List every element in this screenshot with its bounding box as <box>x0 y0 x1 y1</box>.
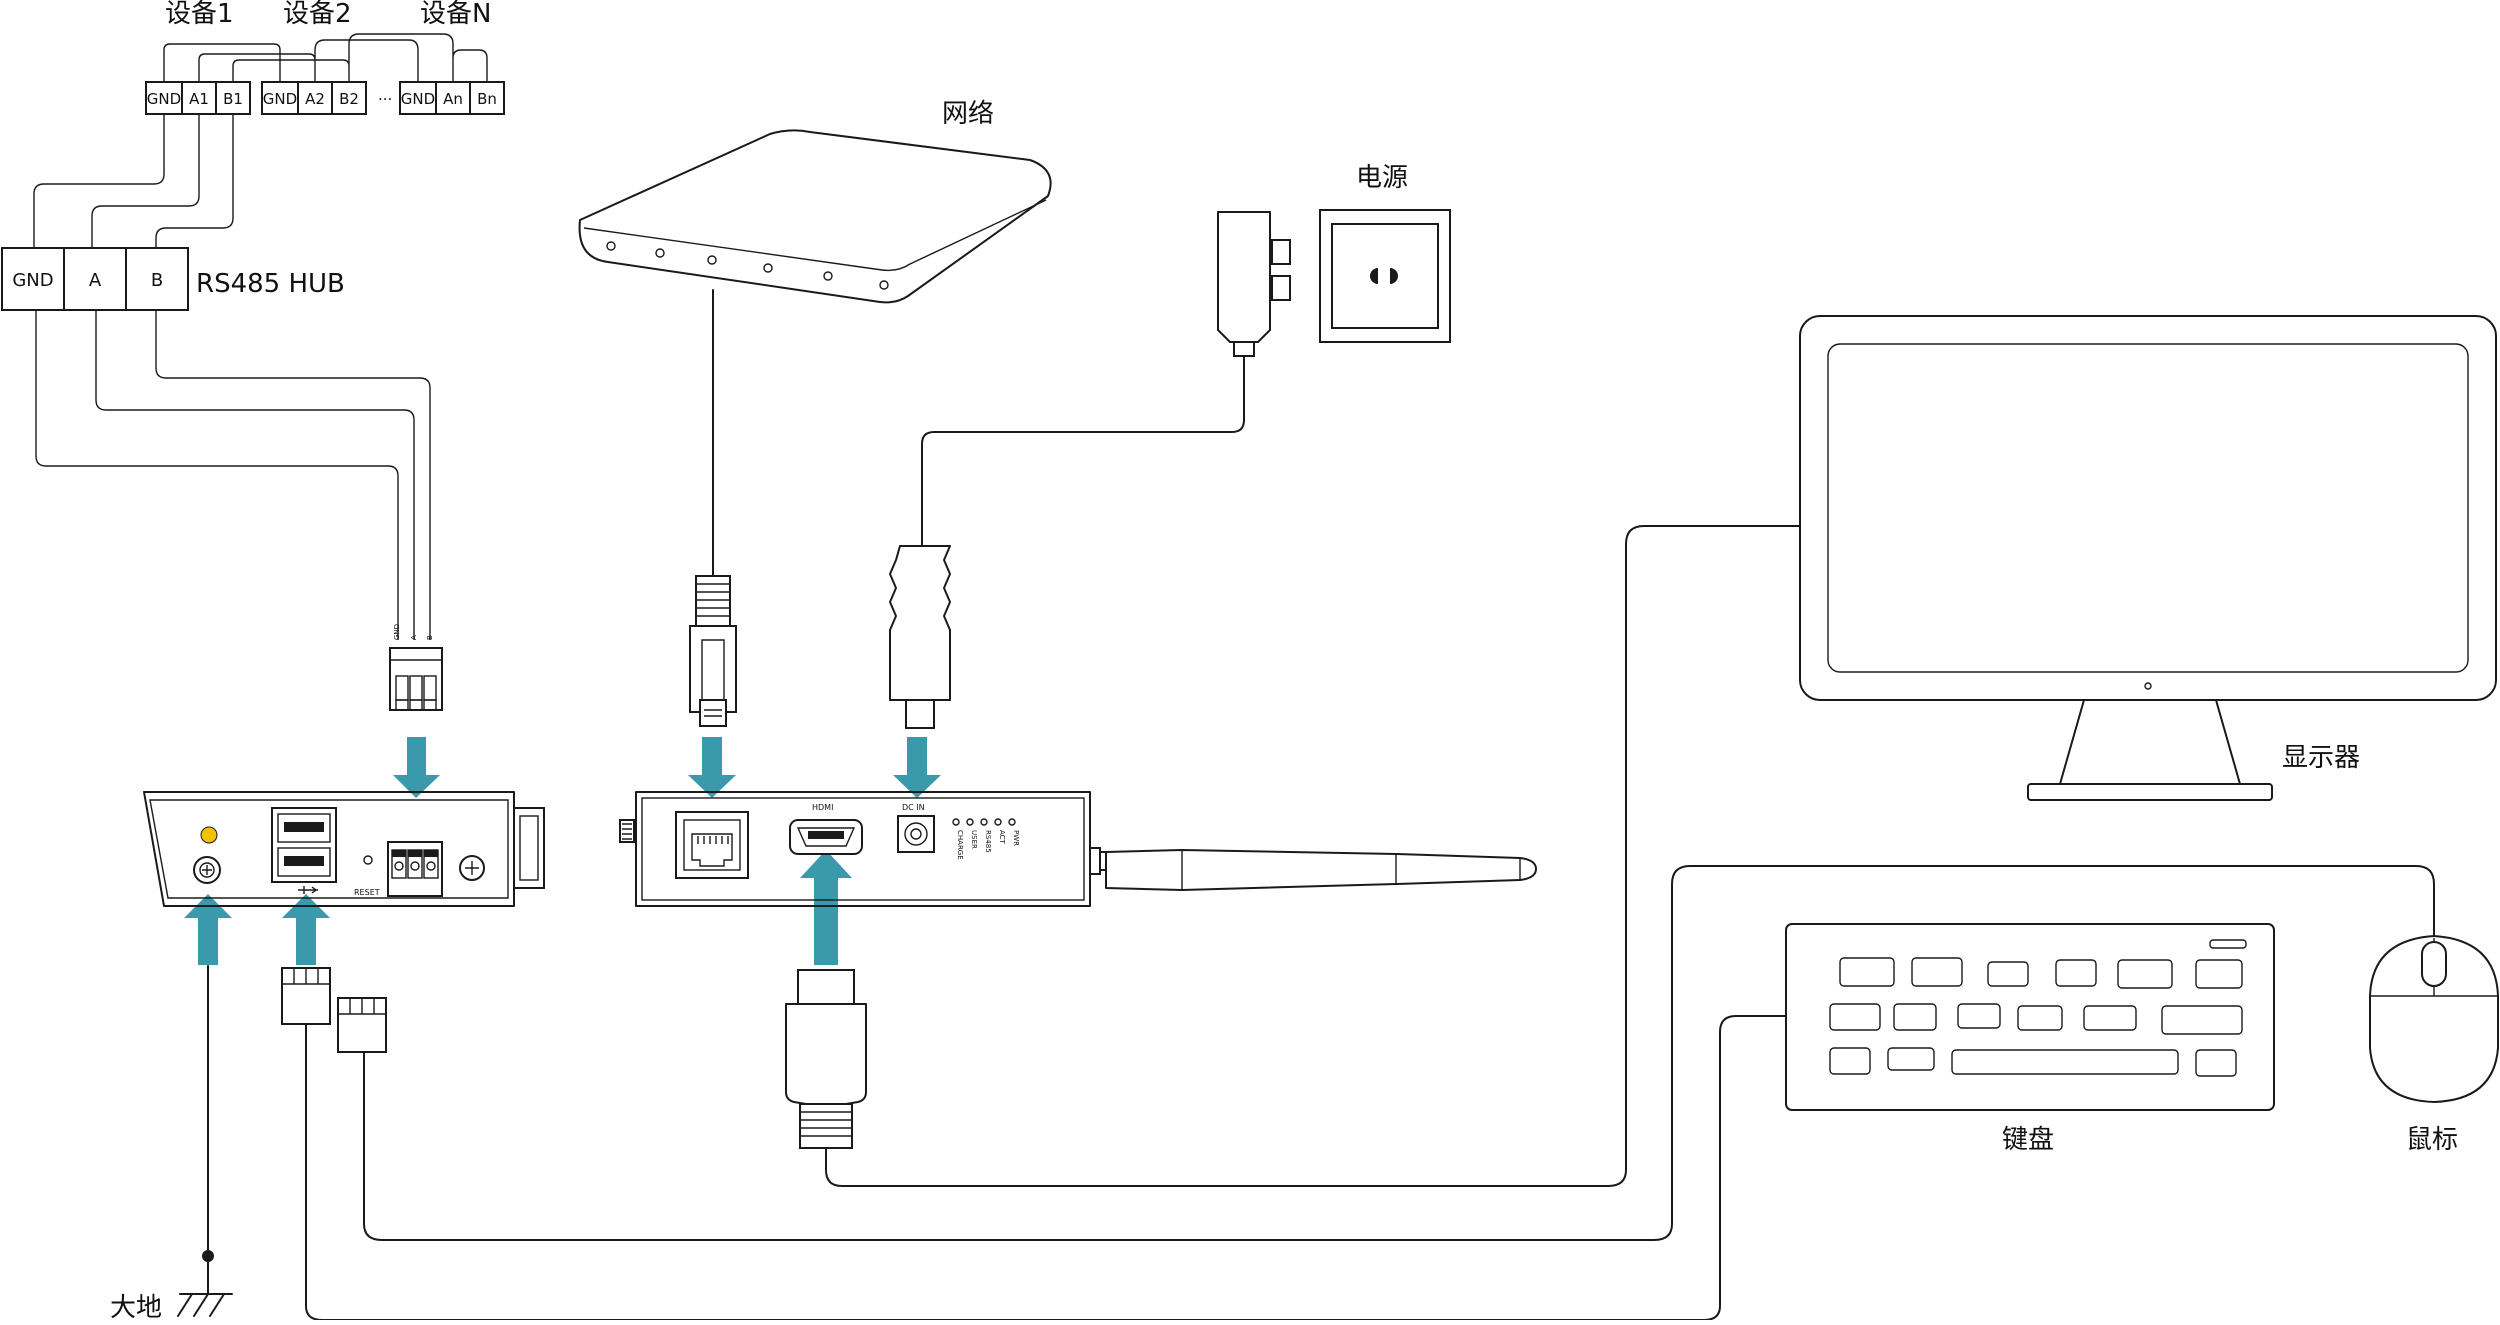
mouse: 鼠标 <box>2369 935 2499 1155</box>
rs485-terminal-block[interactable] <box>387 841 443 897</box>
arrow-rs485-down <box>393 737 440 798</box>
arrow-usb-up <box>282 894 330 965</box>
usb-ports[interactable] <box>271 807 337 883</box>
power-cable <box>921 355 1245 547</box>
rs485-hub: GND A B RS485 HUB <box>1 247 431 640</box>
ethernet-plug <box>689 575 737 727</box>
plug-pin-a: A <box>410 635 418 640</box>
arrow-hdmi-up <box>800 850 852 965</box>
ethernet-port[interactable] <box>675 811 749 879</box>
device-1-a: A1 <box>189 90 209 108</box>
device-n-terminal-block: GND An Bn <box>399 81 505 115</box>
device-chain-wire-b <box>232 33 488 82</box>
mouse-label: 鼠标 <box>2406 1125 2458 1155</box>
connection-arrows <box>184 737 941 965</box>
led-user: USER <box>970 830 978 849</box>
device-1-b: B1 <box>223 90 243 108</box>
hub-to-gateway-wire-b <box>155 310 431 640</box>
dc-power-port[interactable] <box>897 815 935 853</box>
device-1-label: 设备1 <box>165 0 234 29</box>
usb-icon <box>298 886 318 894</box>
ground-warning-icon <box>200 826 218 844</box>
led-charge: CHARGE <box>956 830 964 860</box>
arrow-ground-up <box>184 894 232 965</box>
device-2-a: A2 <box>305 90 325 108</box>
power-label: 电源 <box>1356 163 1408 193</box>
device-1-gnd: GND <box>147 90 181 108</box>
device-2-b: B2 <box>339 90 359 108</box>
device-1-terminal-block: GND A1 B1 <box>145 81 251 115</box>
plug-pin-b: B <box>426 635 434 640</box>
hub-b: B <box>151 270 163 291</box>
hdmi-plug <box>785 969 867 1149</box>
monitor: 显示器 <box>825 315 2497 1187</box>
led-rs485: RS485 <box>984 830 992 853</box>
antenna <box>1089 847 1537 891</box>
keyboard: 键盘 <box>1785 923 2275 1155</box>
ground-label: 大地 <box>110 1293 162 1320</box>
hdmi-port[interactable] <box>789 819 863 855</box>
arrow-dc-down <box>893 737 941 798</box>
status-leds: CHARGE USER RS485 ACT PWR <box>952 818 1020 860</box>
device-n-gnd: GND <box>401 90 435 108</box>
reset-label: RESET <box>354 888 380 897</box>
dc-label: DC IN <box>902 803 925 812</box>
plug-pin-gnd: GND <box>393 624 401 640</box>
device-to-hub-wire-gnd <box>33 114 165 248</box>
device-to-hub-wire-b <box>155 114 234 248</box>
dc-plug <box>889 545 951 729</box>
led-pwr: PWR <box>1012 830 1020 846</box>
device-n-b: Bn <box>477 90 497 108</box>
network-router: 网络 <box>578 99 1052 577</box>
arrow-ethernet-down <box>688 737 736 798</box>
hub-gnd: GND <box>12 270 53 291</box>
device-2-gnd: GND <box>263 90 297 108</box>
device-chain-wire-a <box>198 39 419 82</box>
rs485-plug: GND A B <box>389 624 443 711</box>
hdmi-cable <box>825 525 1801 1187</box>
gateway-side-unit: RESET <box>143 791 545 907</box>
device-2-terminal-block: GND A2 B2 <box>261 81 367 115</box>
usb-cables <box>281 865 2435 1321</box>
keyboard-label: 键盘 <box>2002 1125 2054 1155</box>
device-to-hub-wire-a <box>91 114 200 248</box>
hub-label: RS485 HUB <box>196 269 345 299</box>
led-act: ACT <box>998 830 1006 845</box>
network-label: 网络 <box>942 99 994 129</box>
device-n-a: An <box>443 90 463 108</box>
hub-to-gateway-wire-a <box>95 310 415 640</box>
mouse-cable <box>363 865 2435 1241</box>
device-chain-wire-gnd <box>163 43 281 82</box>
power-adapter <box>1217 211 1291 357</box>
hdmi-label: HDMI <box>812 803 833 812</box>
keyboard-cable <box>305 1015 1787 1321</box>
gateway-front-unit: HDMI DC IN CHARGE USER RS485 ACT PWR <box>619 791 1537 907</box>
hub-to-gateway-wire-gnd <box>35 310 399 640</box>
power-supply: 电源 <box>889 163 1451 729</box>
device-2-label: 设备2 <box>283 0 352 29</box>
earth-ground: 大地 <box>110 965 233 1323</box>
device-ellipsis: ... <box>378 86 392 104</box>
hub-a: A <box>89 270 102 291</box>
monitor-label: 显示器 <box>2282 743 2360 773</box>
device-n-label: 设备N <box>420 0 491 29</box>
device-terminals: 设备1 设备2 设备N GND A1 B1 GND A2 B2 ... GND … <box>33 0 505 248</box>
